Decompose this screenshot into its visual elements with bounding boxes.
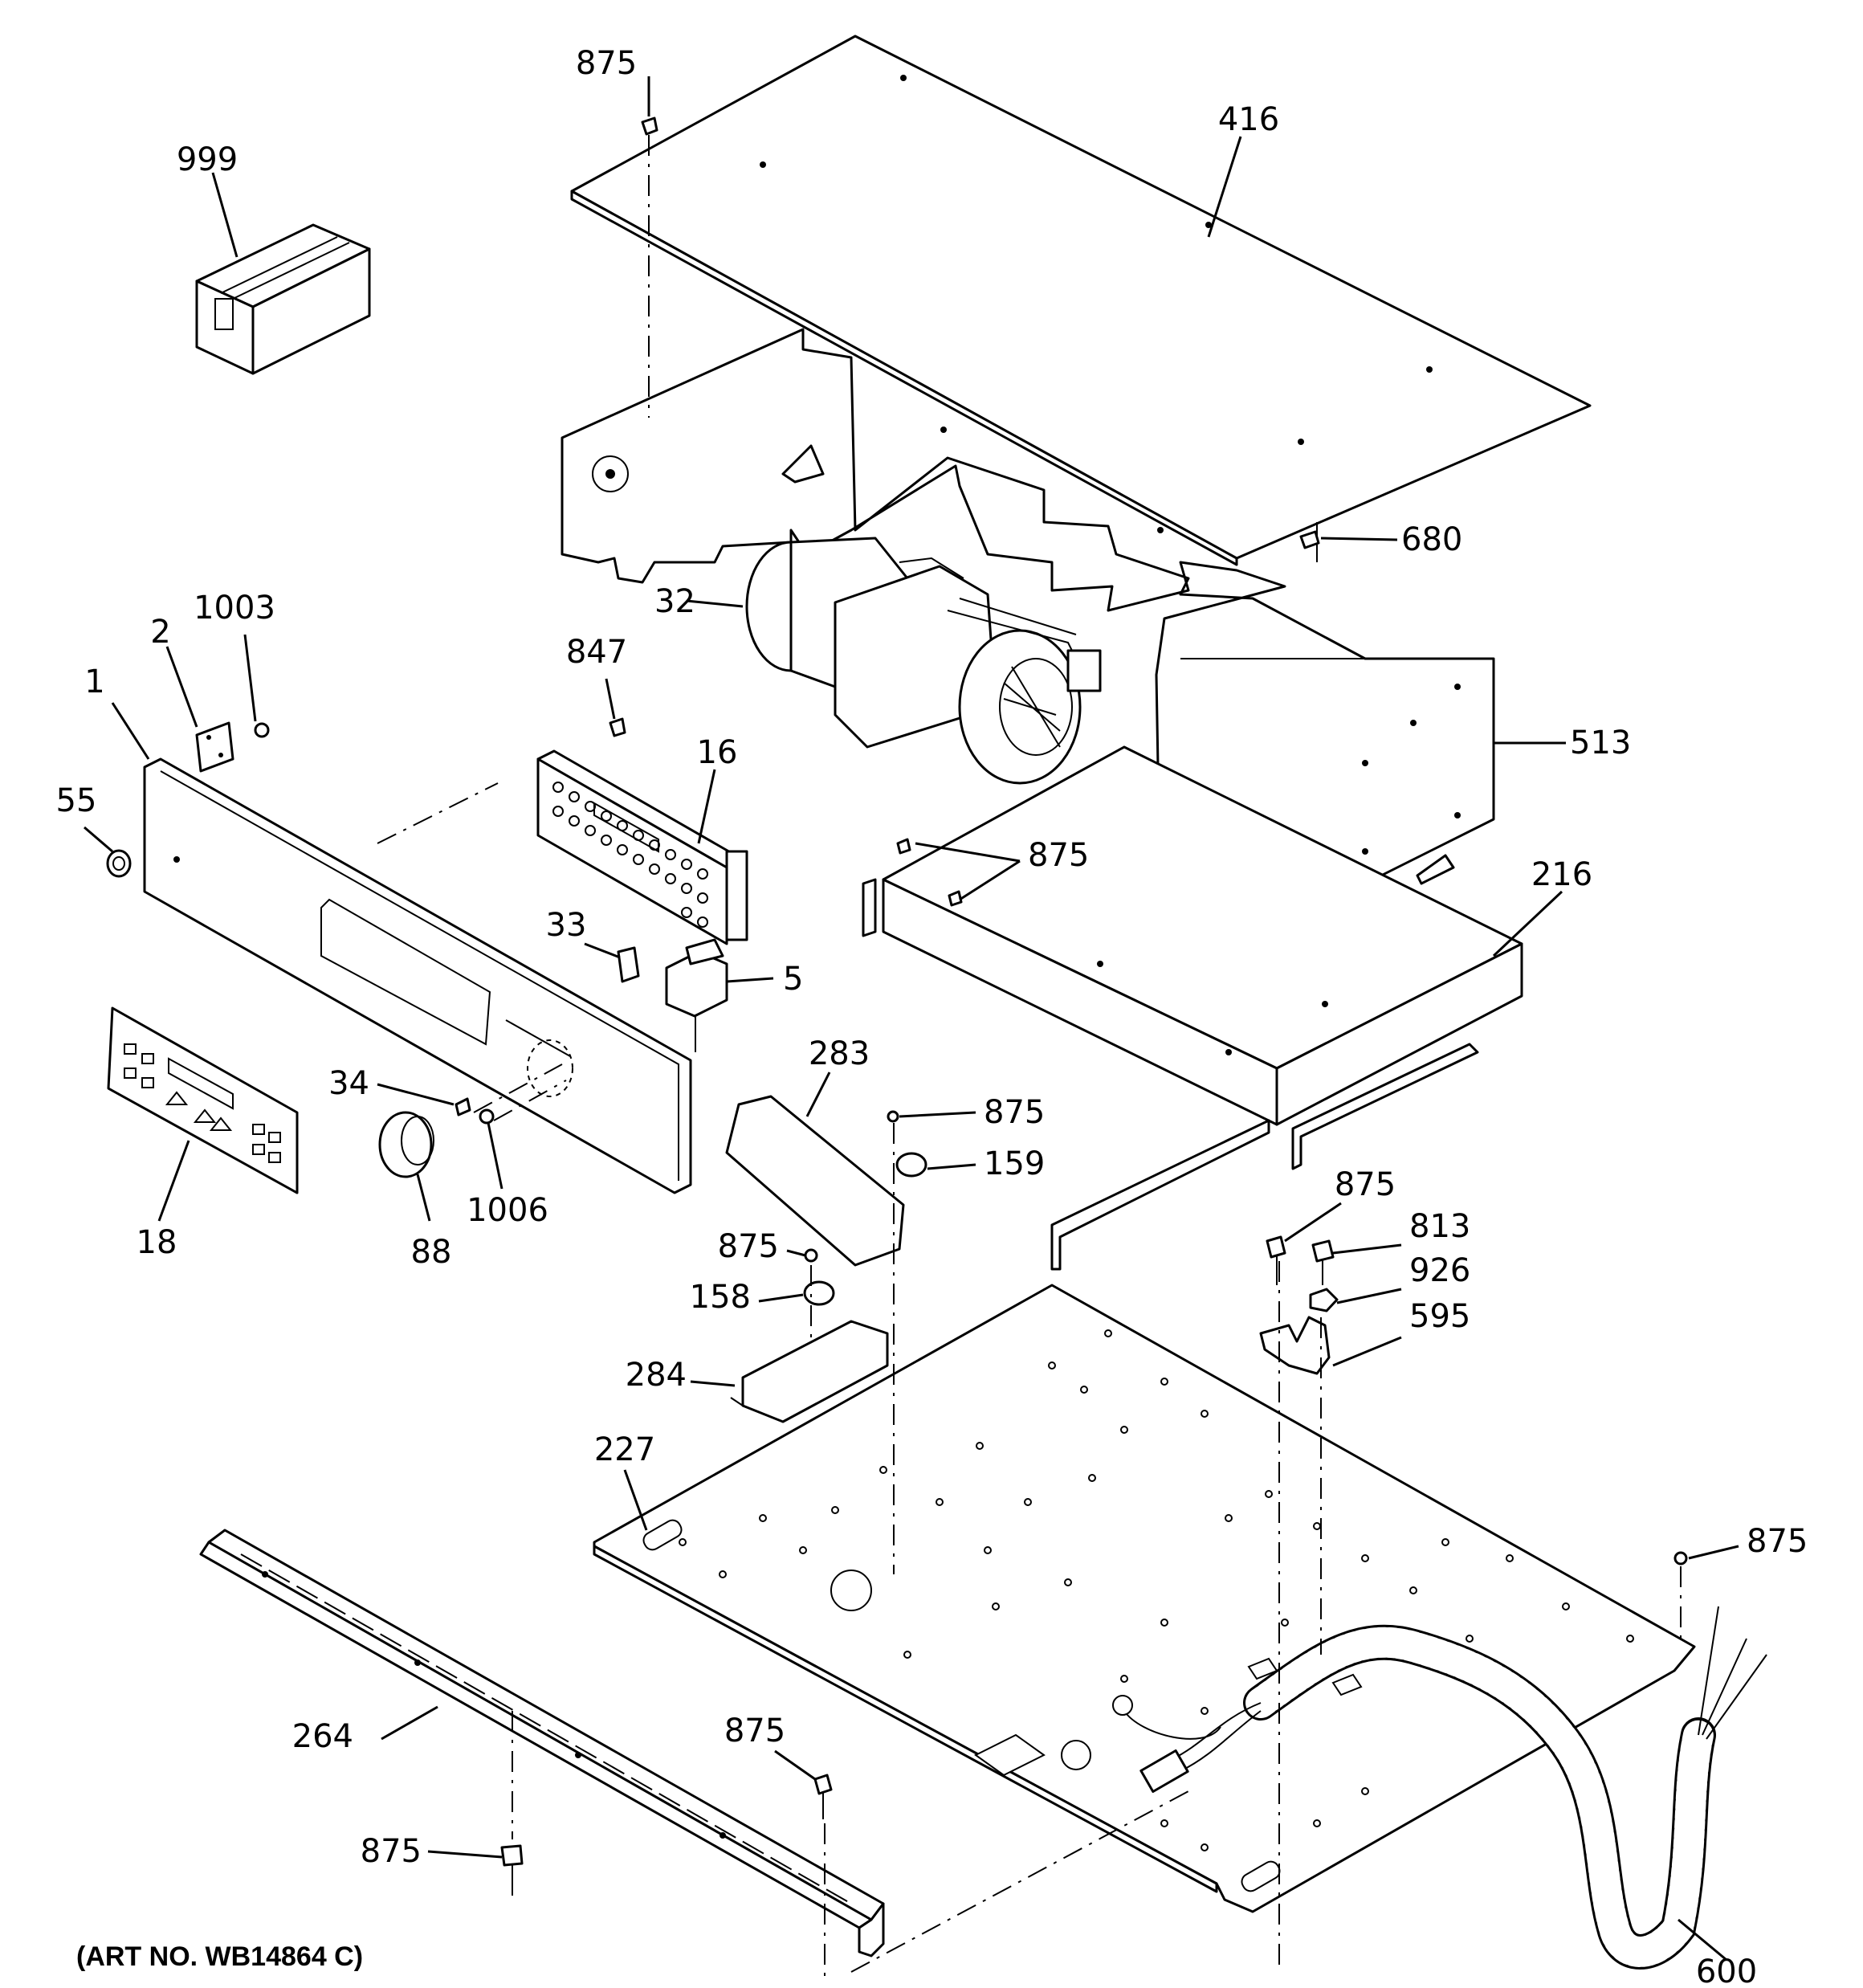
part-875-screw-right <box>1673 1551 1688 1565</box>
part-34-screw <box>455 1097 471 1116</box>
part-159-limit-switch <box>895 1152 927 1178</box>
callout-33: 33 <box>546 907 587 944</box>
callout-813: 813 <box>1409 1208 1470 1245</box>
part-875-screw-bottom-mid <box>813 1774 833 1819</box>
part-600-power-cord <box>1112 1606 1767 1970</box>
callout-875-right: 875 <box>1747 1523 1808 1560</box>
callout-999: 999 <box>177 141 238 178</box>
callout-1: 1 <box>84 663 104 700</box>
part-55-badge <box>106 849 132 878</box>
callout-875-mid: 875 <box>1028 837 1089 874</box>
part-813-screw <box>1311 1239 1335 1285</box>
part-875-screw-top <box>641 116 658 136</box>
part-18-keypad-overlay <box>107 1006 299 1194</box>
part-926-nut <box>1309 1288 1339 1312</box>
callout-159: 159 <box>984 1145 1045 1182</box>
part-847-screw <box>609 717 626 737</box>
callout-600: 600 <box>1696 1953 1757 1988</box>
part-680-screw <box>1299 530 1320 549</box>
part-999-carton <box>195 223 371 375</box>
callout-158: 158 <box>690 1279 751 1316</box>
part-284-bracket <box>730 1320 889 1423</box>
part-1003-screw <box>254 722 270 738</box>
part-216-duct-cover <box>862 745 1523 1271</box>
part-1006-screw <box>479 1108 495 1125</box>
art-number: (ART NO. WB14864 C) <box>76 1941 363 1972</box>
part-283-duct <box>725 1095 905 1267</box>
part-264-front-trim <box>199 1529 885 1957</box>
callout-847: 847 <box>566 634 627 671</box>
callout-513: 513 <box>1570 725 1631 761</box>
part-158-limit-switch <box>803 1280 835 1306</box>
callout-227: 227 <box>594 1431 655 1468</box>
part-2-bracket <box>195 721 234 773</box>
callout-264: 264 <box>292 1718 353 1755</box>
part-595-clamp <box>1259 1316 1331 1375</box>
part-88-knob <box>378 1111 434 1178</box>
callout-55: 55 <box>56 782 97 819</box>
part-227-bottom-plate <box>593 1284 1696 1913</box>
callout-labels: 999 875 416 680 32 513 1003 2 1 55 847 1… <box>56 45 1808 1988</box>
part-875-screw-bottom-left <box>500 1844 524 1896</box>
callout-34: 34 <box>328 1065 369 1102</box>
callout-16: 16 <box>697 734 738 771</box>
callout-926: 926 <box>1409 1252 1470 1289</box>
part-33-switch <box>617 946 640 983</box>
callout-595: 595 <box>1409 1298 1470 1335</box>
callout-875-top: 875 <box>576 45 637 82</box>
part-32-convection-fan <box>745 537 1102 785</box>
assembly-centerlines <box>377 135 1682 1976</box>
callout-1006: 1006 <box>467 1192 548 1229</box>
callout-18: 18 <box>137 1224 177 1261</box>
part-1-control-panel <box>143 757 692 1194</box>
callout-5: 5 <box>783 961 803 998</box>
part-5-thermostat <box>665 938 728 1052</box>
callout-680: 680 <box>1401 521 1462 558</box>
callout-875-bottom-mid: 875 <box>724 1712 785 1749</box>
callout-216: 216 <box>1531 856 1592 893</box>
callout-32: 32 <box>654 583 695 620</box>
part-513-wrapper <box>561 328 1495 957</box>
part-875-screw-mid-b <box>948 890 963 907</box>
callout-1003: 1003 <box>194 590 275 627</box>
callout-88: 88 <box>411 1234 452 1271</box>
part-875-screw-mid-a <box>896 838 911 855</box>
callout-875-158: 875 <box>718 1228 779 1265</box>
part-875-screw-159 <box>887 1110 899 1123</box>
part-875-screw-bracket <box>1266 1235 1286 1285</box>
callout-283: 283 <box>809 1035 870 1072</box>
callout-875-bottom-left: 875 <box>361 1833 422 1870</box>
callout-284: 284 <box>626 1357 687 1394</box>
callout-875-bracket: 875 <box>1335 1166 1396 1203</box>
part-875-screw-158 <box>804 1248 818 1263</box>
part-16-control-board <box>536 749 748 945</box>
callout-875-159: 875 <box>984 1094 1045 1131</box>
callout-2: 2 <box>150 614 170 651</box>
leader-lines <box>84 76 1739 1961</box>
callout-416: 416 <box>1218 101 1279 138</box>
part-416-top-cover <box>570 35 1592 566</box>
